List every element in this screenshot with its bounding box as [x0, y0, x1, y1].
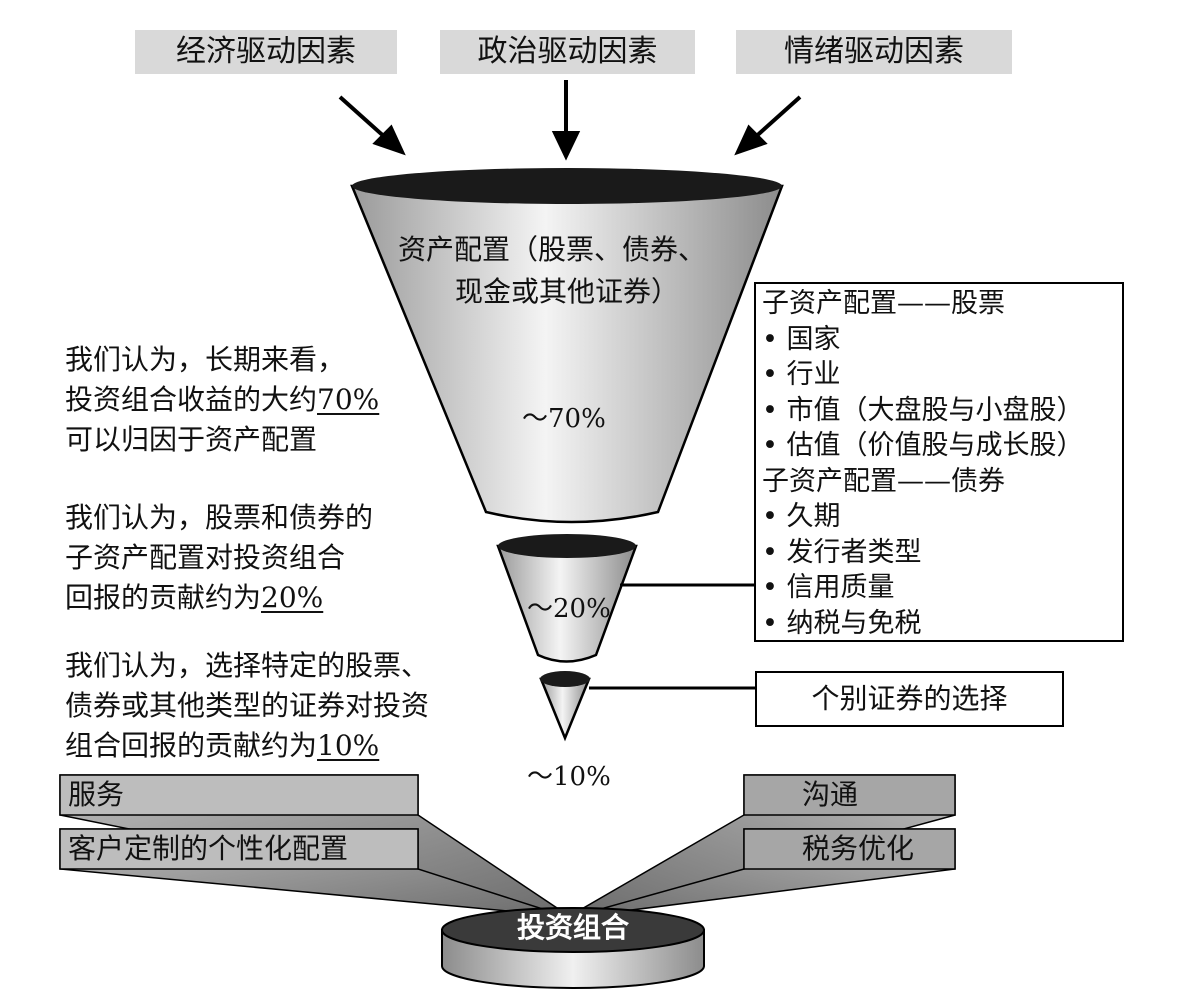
security-selection-box: 个别证券的选择	[755, 671, 1064, 727]
bond-item: • 信用质量	[762, 570, 1122, 606]
asset-allocation-label-line2: 现金或其他证券）	[455, 272, 679, 312]
political-driver-label: 政治驱动因素	[440, 30, 695, 74]
funnel-top-percentage: ～70%	[522, 398, 606, 435]
funnel-top-rim	[352, 168, 782, 204]
note-sub-allocation: 我们认为，股票和债券的 子资产配置对投资组合 回报的贡献约为20%	[65, 498, 373, 618]
economic-driver-label: 经济驱动因素	[135, 30, 397, 74]
note-asset-allocation: 我们认为，长期来看， 投资组合收益的大约70% 可以归因于资产配置	[65, 340, 379, 460]
note3-line2: 债券或其他类型的证券对投资	[65, 686, 429, 726]
sub-allocation-box: 子资产配置——股票 • 国家 • 行业 • 市值（大盘股与小盘股） • 估值（价…	[754, 282, 1124, 642]
service-label: 服务	[68, 775, 124, 815]
communication-label: 沟通	[802, 775, 858, 815]
note2-value: 20%	[261, 581, 323, 614]
equity-item: • 估值（价值股与成长股）	[762, 428, 1122, 464]
equity-item: • 国家	[762, 322, 1122, 358]
portfolio-label: 投资组合	[442, 910, 704, 946]
arrow-economic	[340, 97, 402, 152]
asset-allocation-label-line1: 资产配置（股票、债券、	[398, 230, 706, 270]
note3-line3-text: 组合回报的贡献约为	[65, 729, 317, 762]
note1-line2: 投资组合收益的大约70%	[65, 380, 379, 420]
bond-item: • 久期	[762, 499, 1122, 535]
bond-heading: 子资产配置——债券	[762, 464, 1122, 500]
note-security-selection: 我们认为，选择特定的股票、 债券或其他类型的证券对投资 组合回报的贡献约为10%	[65, 646, 429, 766]
equity-heading: 子资产配置——股票	[762, 286, 1122, 322]
emotional-driver-label: 情绪驱动因素	[736, 30, 1012, 74]
funnel-small-cone	[541, 679, 589, 738]
tax-optimization-label: 税务优化	[802, 829, 914, 869]
note3-value: 10%	[317, 729, 379, 762]
customization-label: 客户定制的个性化配置	[68, 829, 348, 869]
funnel-mid-percentage: ～20%	[527, 588, 611, 625]
bond-item: • 发行者类型	[762, 535, 1122, 571]
note3-line3: 组合回报的贡献约为10%	[65, 726, 429, 766]
arrow-political	[555, 80, 577, 156]
note2-line1: 我们认为，股票和债券的	[65, 498, 373, 538]
note1-line3: 可以归因于资产配置	[65, 420, 379, 460]
note1-line2-text: 投资组合收益的大约	[65, 383, 317, 416]
note2-line2: 子资产配置对投资组合	[65, 538, 373, 578]
note2-line3: 回报的贡献约为20%	[65, 578, 373, 618]
note2-line3-text: 回报的贡献约为	[65, 581, 261, 614]
equity-item: • 行业	[762, 357, 1122, 393]
funnel-small-percentage: ～10%	[527, 756, 611, 793]
arrow-emotional	[738, 97, 800, 152]
equity-item: • 市值（大盘股与小盘股）	[762, 393, 1122, 429]
funnel-small-rim	[540, 671, 590, 687]
funnel-mid-rim	[498, 534, 636, 558]
bond-item: • 纳税与免税	[762, 606, 1122, 642]
note1-line1: 我们认为，长期来看，	[65, 340, 379, 380]
note3-line1: 我们认为，选择特定的股票、	[65, 646, 429, 686]
note1-value: 70%	[317, 383, 379, 416]
